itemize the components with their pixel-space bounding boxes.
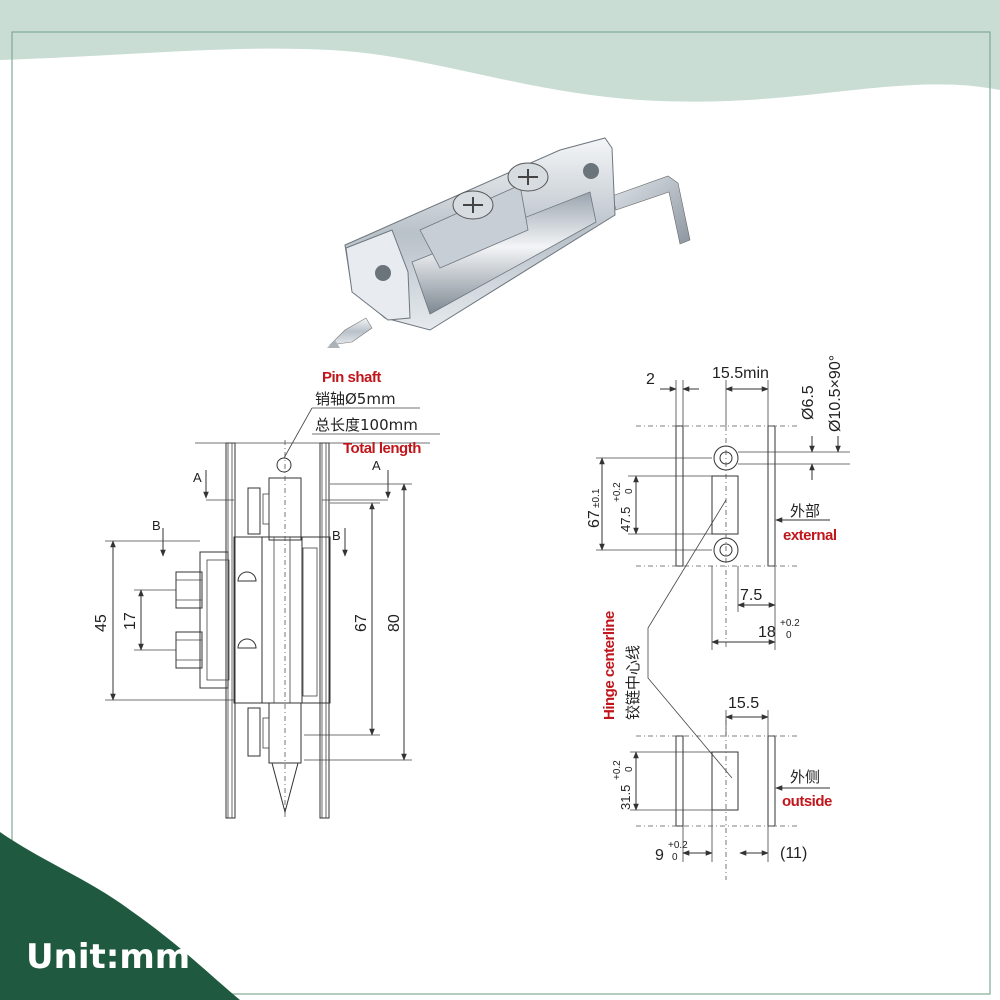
dim-18: 18 xyxy=(758,624,776,641)
label-hinge-centerline-cn: 铰链中心线 xyxy=(624,645,642,720)
dim-31-5: 31.5 xyxy=(618,785,633,810)
dim-67-tolerance: ±0.1 xyxy=(591,488,602,508)
side-view: 15.5 31.5 +0.2 0 外侧 outside 9 +0.2 0 (11… xyxy=(612,695,832,880)
section-a-right: A xyxy=(372,458,381,473)
front-view: A A B B 45 17 67 80 Pin shaft 销轴Ø5mm xyxy=(93,369,440,820)
unit-label: Unit:mm xyxy=(26,937,190,977)
dim-dia-6-5: Ø6.5 xyxy=(800,385,817,420)
dim-15-5-min: 15.5min xyxy=(712,365,769,382)
hinge-product-photo xyxy=(327,137,691,348)
dim-45: 45 xyxy=(93,614,110,632)
dim-47-5: 47.5 xyxy=(618,507,633,532)
dim-7-5: 7.5 xyxy=(740,587,762,604)
tol-plus-02-c: +0.2 xyxy=(612,760,623,780)
corner-band xyxy=(0,832,240,1000)
label-pin-shaft-en: Pin shaft xyxy=(322,369,381,386)
section-b-left: B xyxy=(152,518,161,533)
label-external-cn: 外部 xyxy=(790,502,820,520)
dim-9: 9 xyxy=(655,847,664,864)
dim-2: 2 xyxy=(646,371,655,388)
tol-plus-02-b: +0.2 xyxy=(780,618,800,629)
label-hinge-centerline-en: Hinge centerline xyxy=(601,611,618,720)
label-pin-shaft-cn: 销轴Ø5mm xyxy=(315,390,396,408)
tol-zero-b: 0 xyxy=(786,630,792,641)
dim-17: 17 xyxy=(122,612,139,630)
section-a-left: A xyxy=(193,470,202,485)
tol-plus-02-a: +0.2 xyxy=(612,482,623,502)
section-b-right: B xyxy=(332,528,341,543)
dim-80: 80 xyxy=(386,614,403,632)
dim-dia-10-5: Ø10.5×90° xyxy=(827,355,844,432)
top-wave-band xyxy=(0,0,1000,102)
label-outside-en: outside xyxy=(782,793,832,810)
cutout-view: 2 15.5min Ø6.5 Ø10.5×90° 67 ±0.1 47.5 +0… xyxy=(586,355,850,779)
tol-zero-d: 0 xyxy=(672,852,678,863)
dim-67-cutout: 67 xyxy=(586,510,603,528)
dim-15-5: 15.5 xyxy=(728,695,759,712)
label-external-en: external xyxy=(783,527,837,544)
tol-zero-a: 0 xyxy=(624,488,635,494)
dim-67-front: 67 xyxy=(353,614,370,632)
dim-11: (11) xyxy=(780,845,807,862)
tol-zero-c: 0 xyxy=(624,766,635,772)
tol-plus-02-d: +0.2 xyxy=(668,840,688,851)
page-frame xyxy=(11,31,991,995)
label-outside-cn: 外侧 xyxy=(790,768,820,786)
label-total-length-cn: 总长度100mm xyxy=(315,416,418,434)
label-total-length-en: Total length xyxy=(343,440,421,457)
